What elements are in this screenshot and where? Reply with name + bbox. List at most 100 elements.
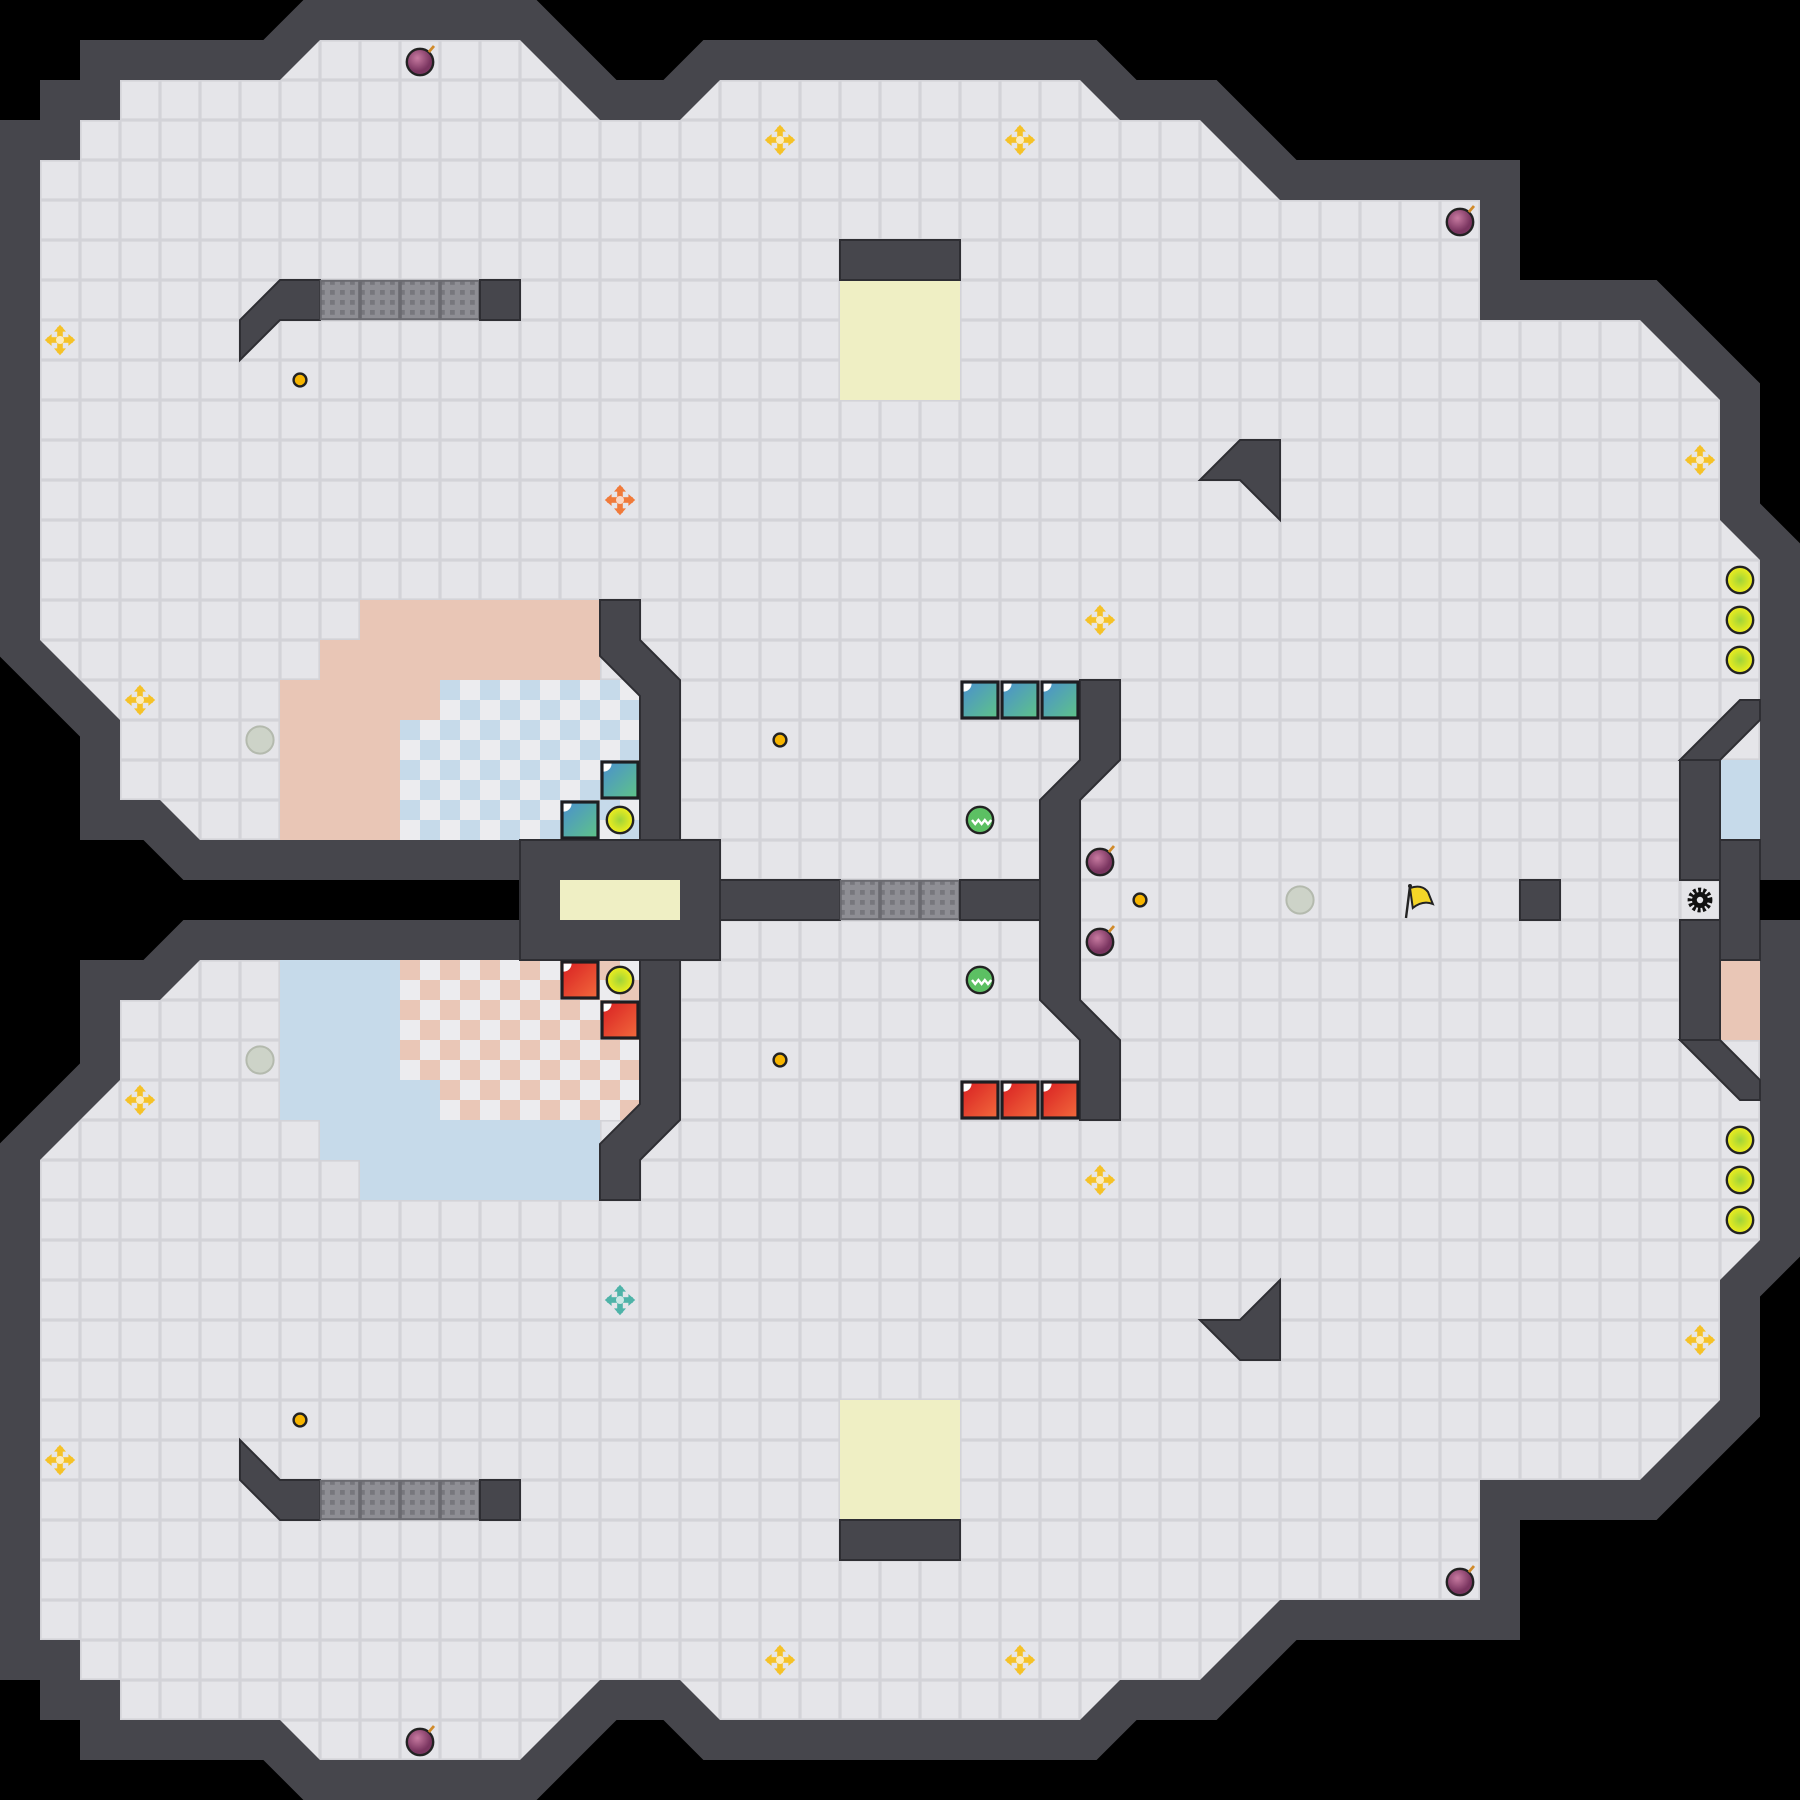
boost-icon — [124, 684, 156, 716]
flag-icon — [1404, 884, 1435, 919]
toggle-button-icon — [965, 965, 995, 995]
speed-pad-icon — [1725, 1165, 1755, 1195]
wall-triangle — [1197, 439, 1281, 523]
speed-pad-icon — [605, 805, 635, 835]
blue-team-tile-icon — [1000, 680, 1040, 720]
red-team-zone — [280, 760, 400, 800]
speed-pad-icon — [1725, 1125, 1755, 1155]
alcove-wall — [1679, 759, 1721, 881]
center-wall — [719, 879, 841, 921]
gate-tile — [399, 1479, 441, 1521]
yellow-zone — [840, 280, 960, 400]
team-zones — [280, 280, 1760, 1520]
blue-team-zone — [320, 1120, 600, 1160]
boost-icon — [124, 1084, 156, 1116]
wall-bar — [839, 239, 961, 281]
boost-icon — [764, 124, 796, 156]
pickup-dot-icon — [772, 1052, 788, 1068]
gate-tile — [399, 279, 441, 321]
void-gap — [1760, 880, 1800, 920]
blue-alcove-zone — [1720, 760, 1760, 840]
center-gate-tile — [879, 879, 921, 921]
spawn-circle-icon — [245, 1045, 275, 1075]
boost-icon — [44, 324, 76, 356]
red-team-tile-icon — [560, 960, 600, 1000]
alcove-wall — [1679, 919, 1721, 1041]
pickup-dot-icon — [292, 1412, 308, 1428]
bomb-icon — [405, 45, 436, 77]
spawn-circle-icon — [245, 725, 275, 755]
blue-checker-zone — [400, 800, 640, 840]
red-team-tile-icon — [1040, 1080, 1080, 1120]
speed-pad-icon — [1725, 1205, 1755, 1235]
red-team-zone — [360, 600, 600, 640]
boost-icon — [1684, 444, 1716, 476]
yellow-center-zone — [560, 880, 680, 920]
red-team-tile-icon — [960, 1080, 1000, 1120]
red-alcove-zone — [1720, 960, 1760, 1040]
red-team-zone — [320, 640, 600, 680]
red-team-zone — [280, 680, 440, 720]
pickup-dot-icon — [772, 732, 788, 748]
speed-pad-icon — [605, 965, 635, 995]
wall-bar — [839, 1519, 961, 1561]
blue-team-zone — [280, 1080, 440, 1120]
gate-tile — [439, 1479, 481, 1521]
map-entities — [44, 45, 1755, 1757]
blue-checker-zone — [400, 760, 640, 800]
speed-pad-icon — [1725, 565, 1755, 595]
bomb-icon — [1445, 205, 1476, 237]
gate-tile — [319, 1479, 361, 1521]
gate-tile — [359, 1479, 401, 1521]
spawn-circle-icon — [1285, 885, 1315, 915]
boost-icon — [1004, 1644, 1036, 1676]
wall-block — [479, 279, 521, 321]
speed-pad-icon — [1725, 605, 1755, 635]
center-vertical-wall — [1039, 679, 1121, 1121]
red-checker-zone — [400, 1000, 640, 1040]
boost-icon — [764, 1644, 796, 1676]
yellow-zone — [840, 1400, 960, 1520]
alcove-wall — [1719, 839, 1761, 961]
gear-icon — [1687, 887, 1713, 913]
red-team-tile-icon — [600, 1000, 640, 1040]
boost-icon — [1004, 124, 1036, 156]
red-team-zone — [280, 720, 400, 760]
blue-team-zone — [280, 960, 400, 1000]
bomb-icon — [1085, 845, 1116, 877]
boost-icon — [1084, 1164, 1116, 1196]
boost-icon — [44, 1444, 76, 1476]
red-team-tile-icon — [1000, 1080, 1040, 1120]
bomb-icon — [1445, 1565, 1476, 1597]
toggle-button-icon — [965, 805, 995, 835]
blue-team-tile-icon — [960, 680, 1000, 720]
wall-block — [479, 1479, 521, 1521]
blue-team-tile-icon — [560, 800, 600, 840]
blue-boost-icon — [604, 1284, 636, 1316]
blue-checker-zone — [400, 720, 640, 760]
center-gate-tile — [839, 879, 881, 921]
boost-icon — [1684, 1324, 1716, 1356]
red-boost-icon — [604, 484, 636, 516]
pickup-dot-icon — [1132, 892, 1148, 908]
gate-tile — [359, 279, 401, 321]
pickup-dot-icon — [292, 372, 308, 388]
blue-team-tile-icon — [1040, 680, 1080, 720]
wall-triangle — [1197, 1277, 1281, 1361]
center-gate-tile — [919, 879, 961, 921]
blue-team-zone — [280, 1040, 400, 1080]
speed-pad-icon — [1725, 645, 1755, 675]
gate-tile — [319, 279, 361, 321]
bomb-icon — [1085, 925, 1116, 957]
boost-icon — [1084, 604, 1116, 636]
red-team-zone — [280, 800, 400, 840]
blue-team-zone — [360, 1160, 600, 1200]
red-checker-zone — [400, 960, 640, 1000]
red-checker-zone — [400, 1040, 640, 1080]
blue-team-tile-icon — [600, 760, 640, 800]
bomb-icon — [405, 1725, 436, 1757]
interior-walls — [239, 239, 1800, 1561]
blue-team-zone — [280, 1000, 400, 1040]
wall-block — [1519, 879, 1561, 921]
